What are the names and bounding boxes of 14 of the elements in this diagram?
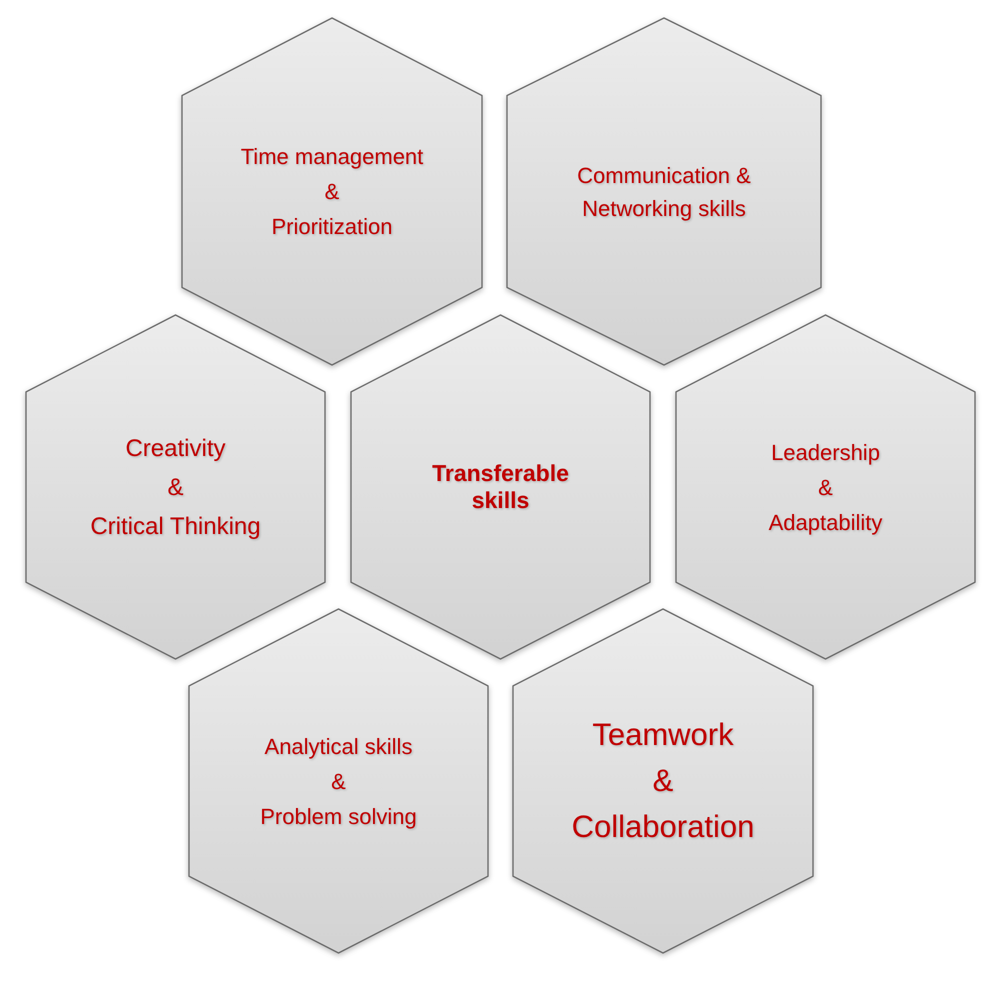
skill-label: Communication & Networking skills [577, 162, 751, 223]
skill-label: Time management & Prioritization [240, 143, 424, 241]
hexagon [512, 608, 814, 954]
hexagon [25, 314, 326, 660]
hexagon [181, 17, 483, 366]
skill-label: Transferable skills [432, 460, 569, 514]
skill-label: Teamwork & Collaboration [572, 716, 754, 846]
hexagon [188, 608, 489, 954]
skill-label: Analytical skills & Problem solving [260, 732, 417, 831]
skill-label: Creativity & Critical Thinking [90, 434, 261, 542]
skill-label: Leadership & Adaptability [768, 438, 882, 537]
hexagon [675, 314, 976, 660]
hexagon [506, 17, 822, 366]
hexagon [350, 314, 651, 660]
